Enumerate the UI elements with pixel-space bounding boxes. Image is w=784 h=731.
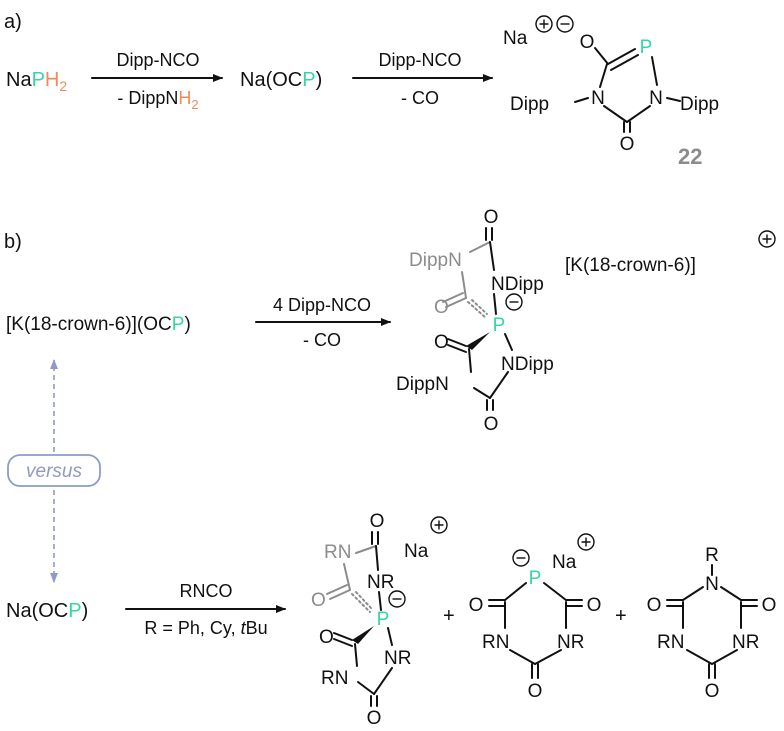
spirocyclic-r-product: O RN NR O P O NR RN O Na xyxy=(311,511,448,729)
arrow-a2-reagent: Dipp-NCO xyxy=(378,50,461,70)
top-oxygen-r: O xyxy=(370,511,385,532)
versus-box xyxy=(7,454,101,487)
sodium-cation-6: Na xyxy=(552,552,577,573)
top-ndipp: NDipp xyxy=(491,274,544,295)
positive-charge-icon xyxy=(535,15,553,33)
sodium-cation: Na xyxy=(503,28,528,49)
spiro-phosphorus: P xyxy=(493,315,506,336)
isocyanurate-r-top: R xyxy=(705,545,719,566)
bottom-left-oxygen: O xyxy=(434,332,449,353)
arrow-a2-byproduct: - CO xyxy=(401,88,439,108)
top-oxygen: O xyxy=(484,207,499,228)
plus-sign-2: + xyxy=(615,605,627,627)
top-nr: NR xyxy=(367,572,394,593)
versus-label: versus xyxy=(26,461,82,482)
negative-charge-icon xyxy=(388,590,406,608)
ring6-oxygen-right: O xyxy=(587,595,602,616)
top-dippn: DippN xyxy=(409,250,462,271)
arrow-b1-byproduct: - CO xyxy=(303,330,341,350)
compound-number-22: 22 xyxy=(678,144,702,169)
dipp-left: Dipp xyxy=(510,94,549,115)
top-inner-oxygen: O xyxy=(434,297,449,318)
arrow-a1-reagent: Dipp-NCO xyxy=(116,50,199,70)
sodium-phosphide-formula: NaPH2 xyxy=(6,69,67,94)
ring-phosphorus-6: P xyxy=(529,568,542,589)
arrow-b1-reagent: 4 Dipp-NCO xyxy=(273,295,371,315)
plus-sign-1: + xyxy=(443,605,455,627)
bottom-nr: NR xyxy=(384,648,411,669)
ring6-oxygen-bottom: O xyxy=(528,681,543,702)
potassium-crown-cation: [K(18-crown-6)] xyxy=(565,255,696,276)
negative-charge-icon xyxy=(556,15,574,33)
diazaphosphinane-product: P Na O O RN NR O xyxy=(469,533,602,702)
spiro-phosphorus-r: P xyxy=(377,609,390,630)
bottom-left-oxygen-r: O xyxy=(319,627,334,648)
top-rn: RN xyxy=(324,542,351,563)
ring-nitrogen-right: N xyxy=(649,88,663,109)
negative-charge-icon xyxy=(512,549,530,567)
isocyanurate-oxygen-right: O xyxy=(762,595,777,616)
isocyanurate-product: R N O O RN NR O xyxy=(647,545,777,702)
carbonyl-oxygen: O xyxy=(620,134,635,155)
positive-charge-icon xyxy=(758,230,776,248)
sodium-phosphaethynolate-b: Na(OCP) xyxy=(6,600,88,622)
ring-phosphorus: P xyxy=(640,37,653,58)
ring6-oxygen-left: O xyxy=(469,595,484,616)
bottom-oxygen: O xyxy=(484,414,499,435)
dipp-right: Dipp xyxy=(680,94,719,115)
ring-nitrogen-left: N xyxy=(591,88,605,109)
bottom-oxygen-r: O xyxy=(367,708,382,729)
bottom-dippn: DippN xyxy=(396,374,449,395)
spirocyclic-phosphorus-product: O DippN NDipp O P O NDipp DippN O xyxy=(396,207,554,435)
top-inner-oxygen-r: O xyxy=(311,590,326,611)
isocyanurate-n-top: N xyxy=(705,574,719,595)
negative-charge-icon xyxy=(505,293,523,311)
sodium-phosphaethynolate: Na(OCP) xyxy=(240,69,322,91)
bottom-ndipp: NDipp xyxy=(501,354,554,375)
isocyanurate-nitrogen-left: RN xyxy=(657,632,684,653)
product-22-structure: Na O P N N Dipp Dipp O xyxy=(503,15,719,155)
arrow-b2-conditions: R = Ph, Cy, tBu xyxy=(144,618,267,638)
bottom-rn: RN xyxy=(321,668,348,689)
exocyclic-oxygen: O xyxy=(580,32,595,53)
arrow-a1-byproduct: - DippNH2 xyxy=(117,88,198,112)
part-b-label: b) xyxy=(4,231,22,253)
potassium-phosphaethynolate: [K(18-crown-6)](OCP) xyxy=(6,314,191,335)
isocyanurate-nitrogen-right: NR xyxy=(732,632,759,653)
part-a-label: a) xyxy=(4,11,22,33)
sodium-cation-r: Na xyxy=(404,541,429,562)
positive-charge-icon xyxy=(577,533,595,551)
ring6-nitrogen-right: NR xyxy=(557,632,584,653)
arrow-b2-reagent: RNCO xyxy=(180,581,233,601)
positive-charge-icon xyxy=(430,516,448,534)
isocyanurate-oxygen-bottom: O xyxy=(705,681,720,702)
ring6-nitrogen-left: RN xyxy=(482,632,509,653)
isocyanurate-oxygen-left: O xyxy=(647,595,662,616)
